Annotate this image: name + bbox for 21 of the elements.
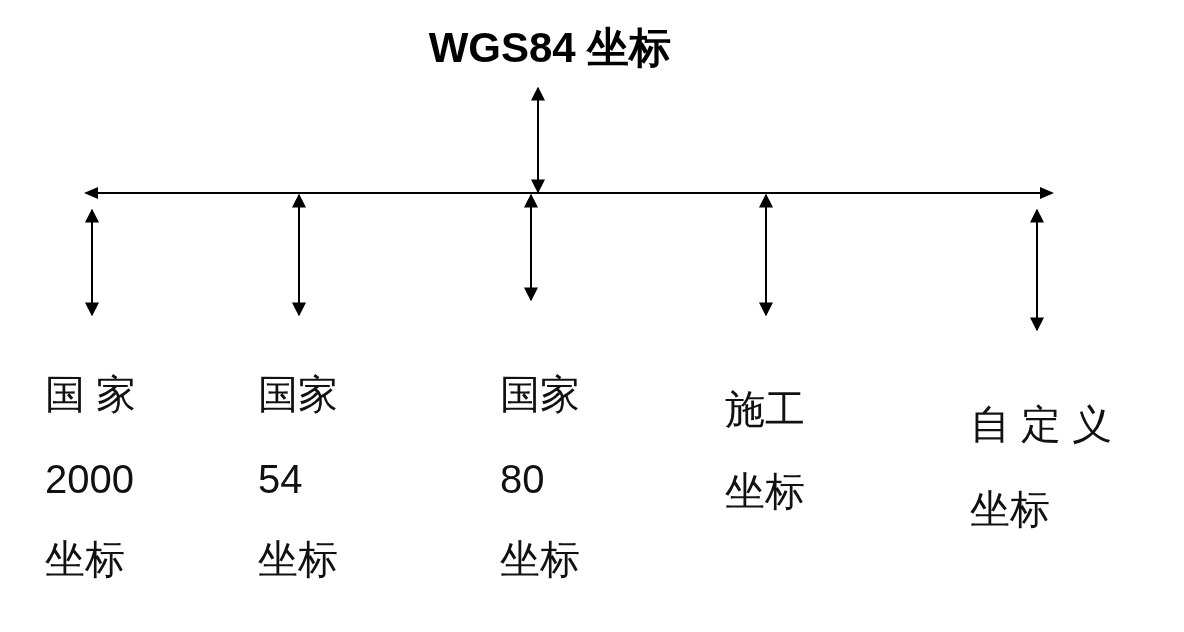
double-arrow [85, 208, 99, 317]
coordinate-label: 坐标 [258, 537, 338, 581]
double-arrow [292, 193, 306, 317]
coordinate-label: 国 家 [45, 372, 137, 416]
coordinate-label: 2000 [45, 457, 134, 501]
coordinate-label: 国家 [500, 372, 580, 416]
double-arrow-line [82, 185, 1056, 201]
title: WGS84 坐标 [405, 22, 695, 74]
double-arrow [531, 86, 545, 194]
coordinate-label: 自 定 义 [970, 402, 1113, 446]
coordinate-label: 坐标 [500, 537, 580, 581]
coordinate-label: 国家 [258, 372, 338, 416]
coordinate-label: 坐标 [970, 487, 1050, 531]
coordinate-label: 54 [258, 457, 303, 501]
coordinate-label: 坐标 [725, 469, 805, 513]
coordinate-label: 80 [500, 457, 545, 501]
double-arrow [1030, 208, 1044, 332]
coordinate-label: 坐标 [45, 537, 125, 581]
double-arrow [524, 193, 538, 302]
coordinate-label: 施工 [725, 387, 805, 431]
double-arrow [759, 193, 773, 317]
